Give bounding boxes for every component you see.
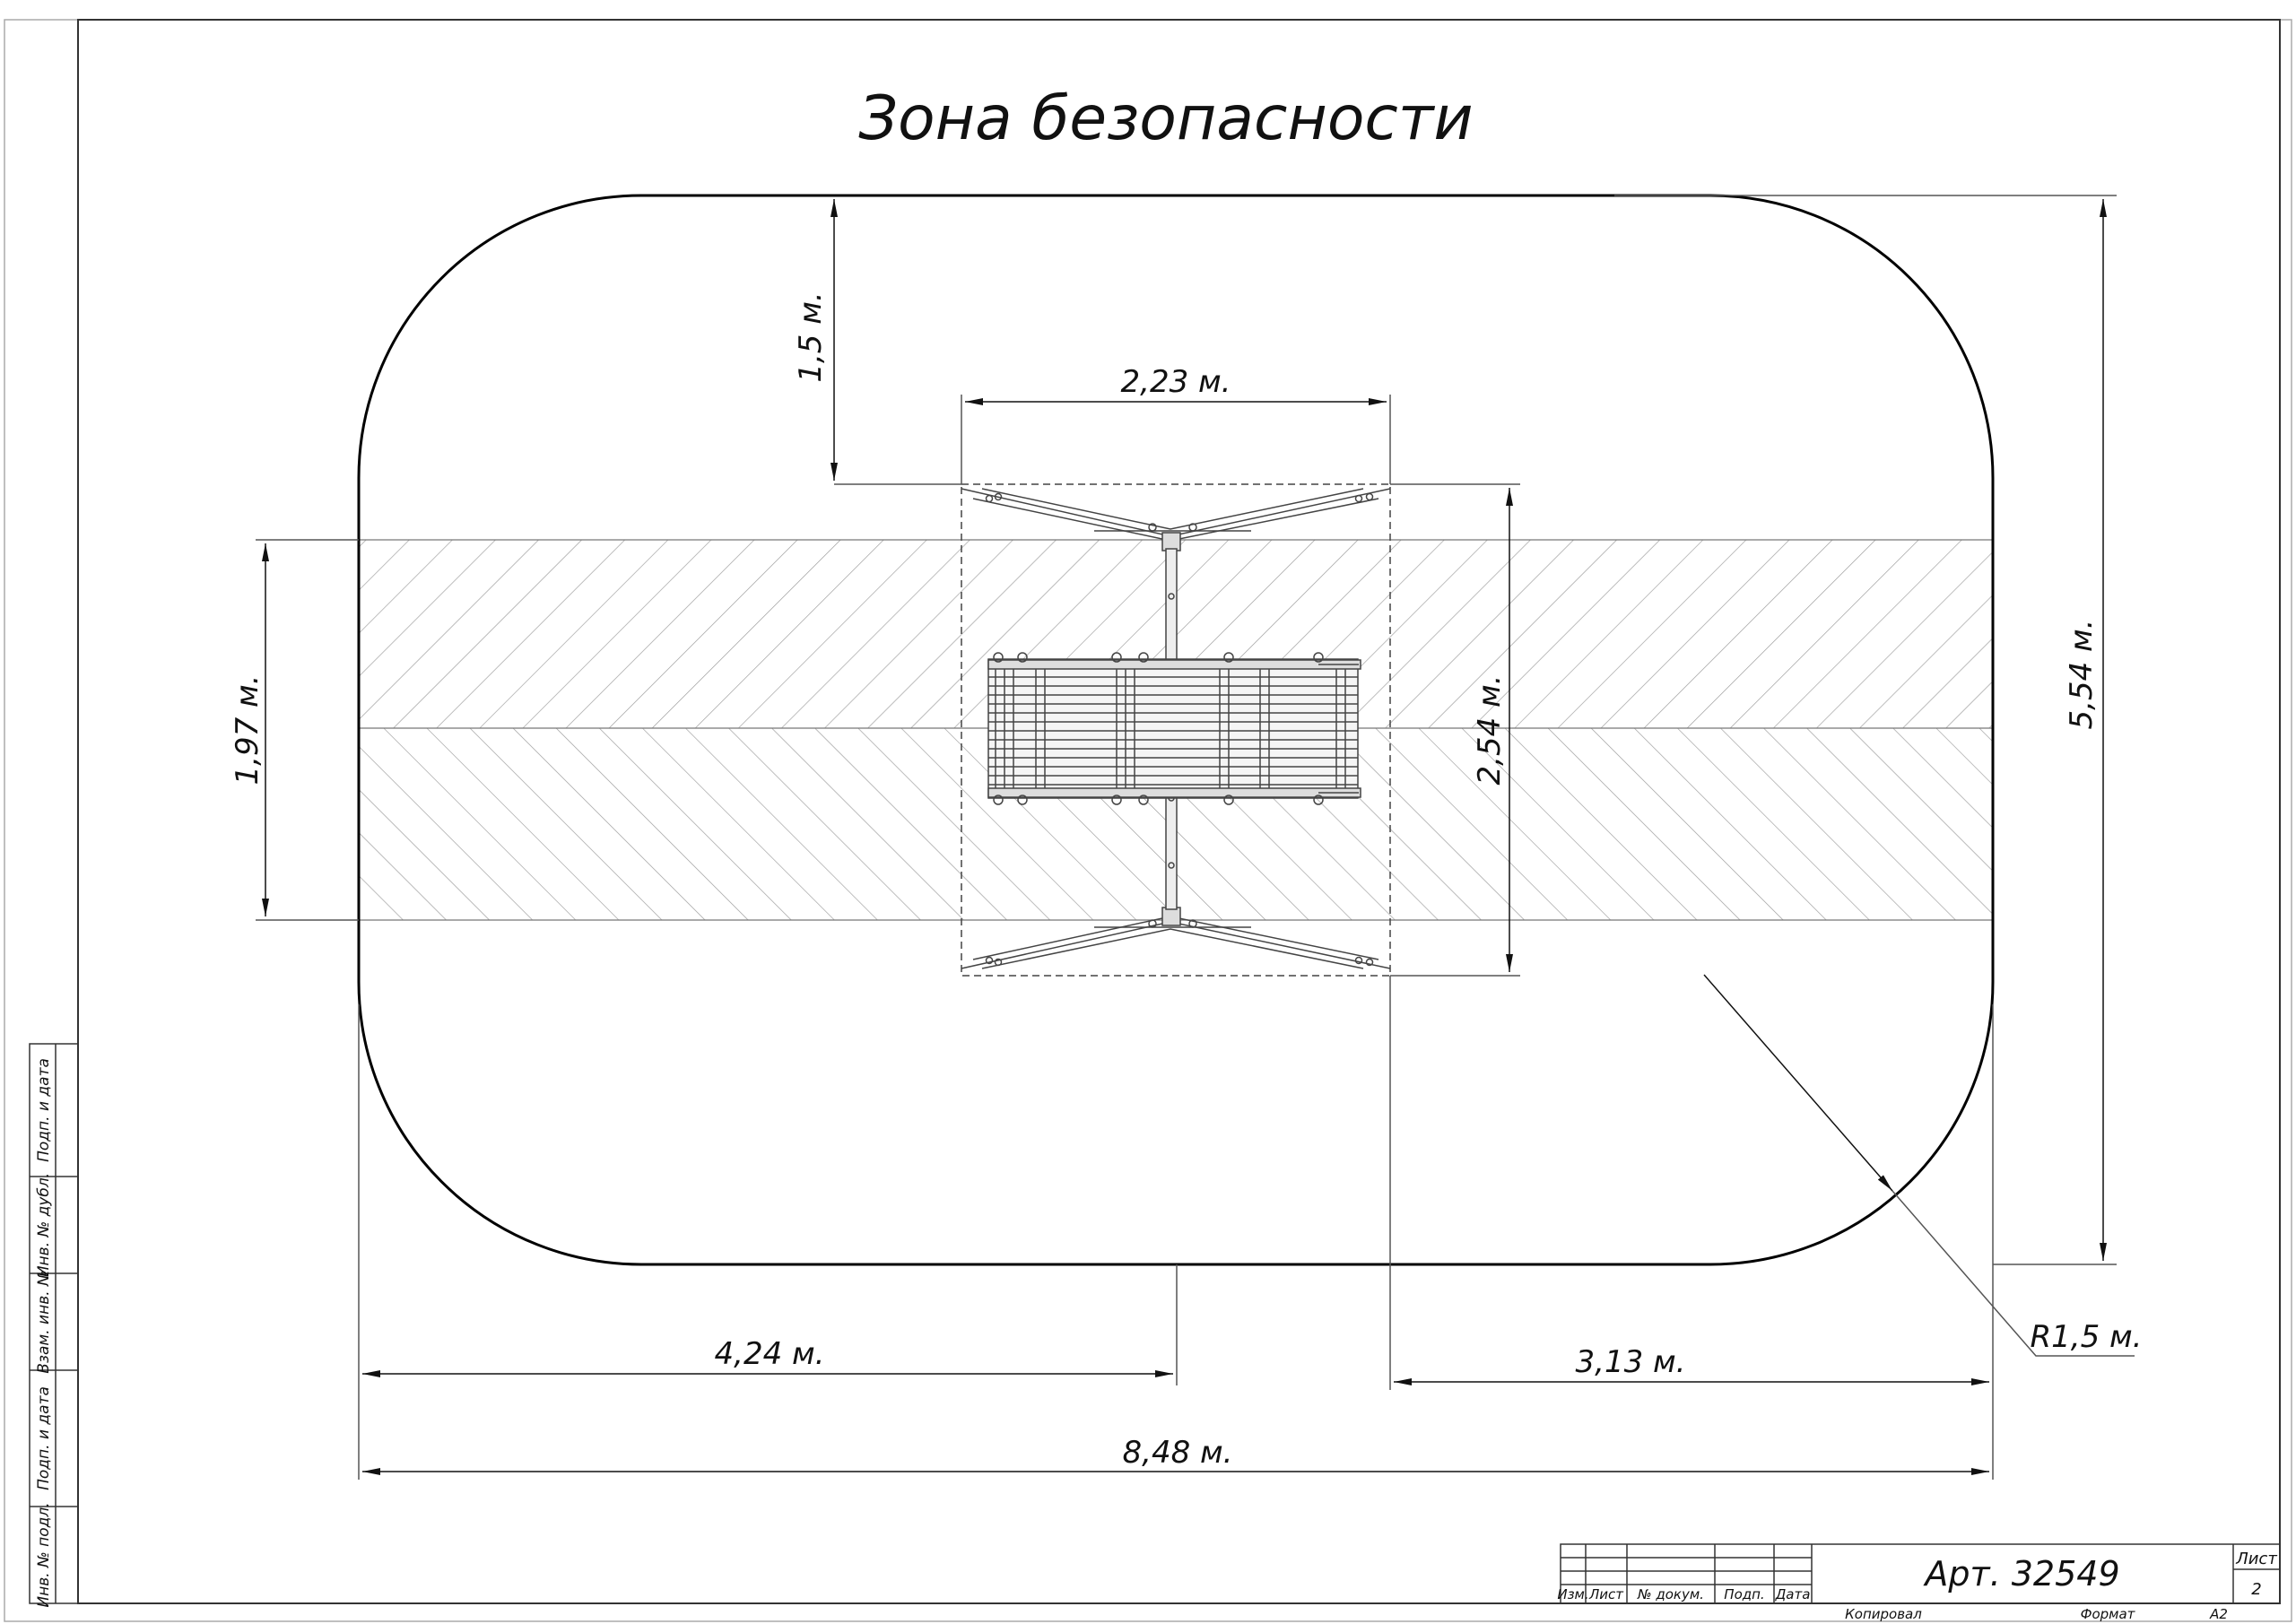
lower-a-frame bbox=[961, 907, 1391, 969]
upper-a-frame bbox=[961, 488, 1391, 551]
sheet-number: 2 bbox=[2251, 1580, 2261, 1599]
side-stamp-cell-1: Подп. и дата bbox=[35, 1058, 53, 1162]
seat-deck bbox=[987, 652, 1361, 805]
dim-line-corner-radius bbox=[1703, 974, 1893, 1192]
dim-label-zone-height: 5,54 м. bbox=[2064, 620, 2100, 730]
dimension-lines bbox=[256, 195, 2135, 1480]
dim-label-right-to-equipment: 3,13 м. bbox=[1576, 1344, 1686, 1380]
sheet-label: Лист bbox=[2235, 1550, 2277, 1568]
dim-label-hatch-band-height: 1,97 м. bbox=[230, 675, 265, 786]
equipment-bounding-box bbox=[961, 483, 1391, 977]
side-stamp-cell-5: Инв. № подл. bbox=[35, 1502, 53, 1607]
dim-label-zone-width: 8,48 м. bbox=[1123, 1435, 1233, 1471]
dim-label-equipment-width: 2,23 м. bbox=[1121, 364, 1231, 400]
safety-zone-outline bbox=[357, 194, 1995, 1266]
format-value: А2 bbox=[2209, 1606, 2228, 1622]
title-block-col-doc: № докум. bbox=[1637, 1586, 1704, 1602]
dim-label-equipment-depth: 2,54 м. bbox=[1472, 675, 1508, 786]
inner-frame bbox=[77, 19, 2281, 1604]
article-number: Арт. 32549 bbox=[1922, 1554, 2119, 1594]
side-stamp-cell-4: Подп. и дата bbox=[35, 1386, 53, 1490]
title-block-col-date: Дата bbox=[1775, 1586, 1811, 1602]
page-title: Зона безопасности bbox=[858, 83, 1473, 154]
dim-label-top-offset: 1,5 м. bbox=[793, 291, 829, 382]
dim-label-left-to-center: 4,24 м. bbox=[715, 1336, 825, 1372]
title-block-col-list: Лист bbox=[1588, 1586, 1624, 1602]
title-block-col-izm: Изм. bbox=[1557, 1586, 1588, 1602]
dim-label-corner-radius: R1,5 м. bbox=[2031, 1319, 2143, 1355]
format-label: Формат bbox=[2081, 1606, 2136, 1622]
side-stamp-cell-2: Инв. № дубл. bbox=[35, 1173, 53, 1277]
title-block bbox=[1560, 1543, 2281, 1604]
side-stamp bbox=[29, 1043, 79, 1604]
title-block-col-sign: Подп. bbox=[1724, 1586, 1764, 1602]
equipment-top-view bbox=[961, 483, 1391, 977]
side-stamp-cell-3: Взам. инв. № bbox=[35, 1270, 53, 1373]
copied-label: Копировал bbox=[1845, 1606, 1922, 1622]
